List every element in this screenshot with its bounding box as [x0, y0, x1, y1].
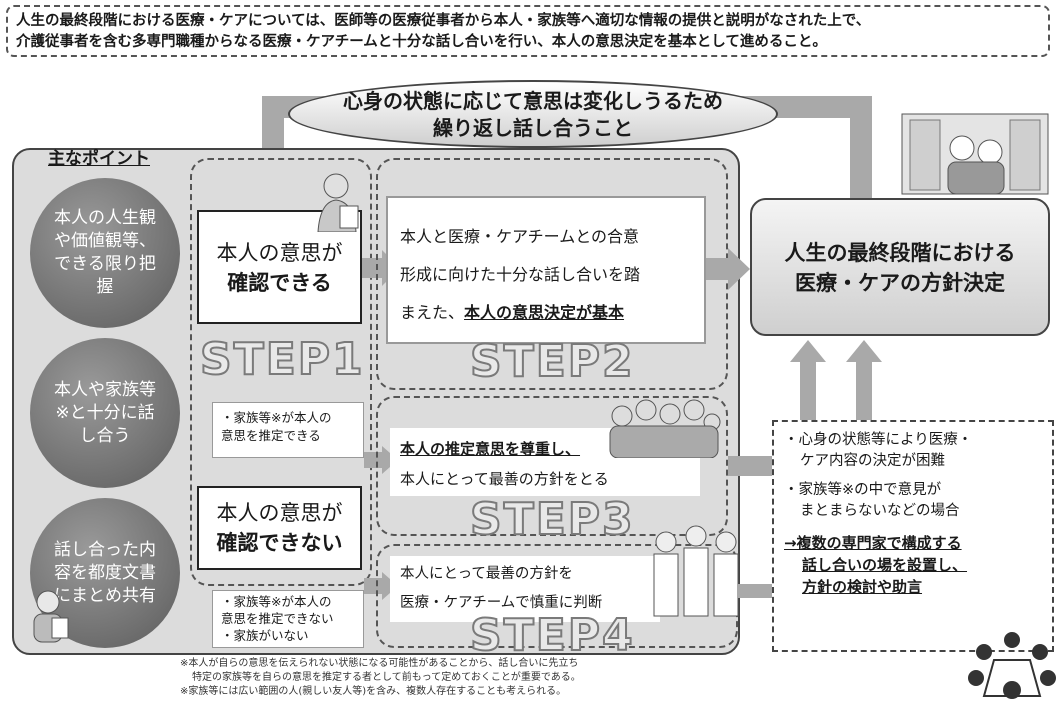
step1-column — [190, 158, 372, 586]
family-group-icon — [609, 399, 721, 458]
step2-line2: 形成に向けた十分な話し合いを踏 — [400, 265, 641, 284]
step2-box: 本人と医療・ケアチームとの合意 形成に向けた十分な話し合いを踏 まえた、本人の意… — [386, 196, 706, 344]
final-decision-box: 人生の最終段階における 医療・ケアの方針決定 — [750, 198, 1050, 336]
point-circle-1: 本人の人生観や価値観等、できる限り把握 — [30, 178, 180, 328]
cannot-confirm-line1: 本人の意思が — [216, 501, 343, 525]
note-bullet1-line1: ・心身の状態等により医療・ — [784, 432, 973, 448]
step3-label: STEP3 — [469, 493, 635, 546]
step2-line1: 本人と医療・ケアチームとの合意 — [400, 227, 640, 246]
result-line1: 人生の最終段階における — [784, 241, 1016, 265]
point-1-text: 本人の人生観や価値観等、できる限り把握 — [54, 208, 156, 297]
can-confirm-line1: 本人の意思が — [216, 241, 343, 265]
step4-label: STEP4 — [469, 609, 635, 662]
footnote-line3: ※家族等には広い範囲の人(親しい友人等)を含み、複数人存在することも考えられる。 — [180, 686, 567, 697]
main-points-heading: 主なポイント — [48, 149, 150, 169]
step3-line1: 本人の推定意思を尊重し、 — [400, 440, 581, 458]
up-arrow-1 — [790, 340, 826, 420]
arrow-to-result-head — [728, 248, 750, 290]
step3-column — [376, 396, 728, 536]
family-can-box: ・家族等※が本人の 意思を推定できる — [212, 402, 364, 458]
family-can-line1: ・家族等※が本人の — [221, 410, 332, 425]
oval-line1: 心身の状態に応じて意思は変化しうるため — [343, 89, 723, 113]
arrow-to-step4 — [364, 578, 384, 594]
step2-line3: まえた、本人の意思決定が基本 — [400, 294, 692, 332]
up-arrow-1-head — [790, 340, 826, 362]
step3-connector — [728, 456, 772, 476]
family-cannot-box: ・家族等※が本人の 意思を推定できない ・家族がいない — [212, 590, 364, 648]
step2-line3-plain: まえた、 — [400, 303, 465, 322]
arrow-to-step2 — [362, 258, 384, 278]
loop-arrow-right-leg — [850, 96, 872, 198]
note-action-line1: →複数の専門家で構成する — [784, 534, 962, 552]
arrow-to-step3 — [364, 452, 384, 468]
up-arrow-2-shaft — [856, 362, 872, 420]
consultation-note: ・心身の状態等により医療・ ケア内容の決定が困難 ・家族等※の中で意見が まとま… — [772, 420, 1054, 652]
step3-line2: 本人にとって最善の方針をとる — [400, 470, 609, 488]
note-action: →複数の専門家で構成する 話し合いの場を設置し、 方針の検討や助言 — [784, 532, 1046, 598]
family-can-line2: 意思を推定できる — [221, 428, 321, 443]
point-circle-3: 話し合った内容を都度文書にまとめ共有 — [30, 498, 180, 648]
cannot-confirm-box: 本人の意思が 確認できない — [197, 486, 362, 570]
top-note-line2: 介護従事者を含む多専門職種からなる医療・ケアチームと十分な話し合いを行い、本人の… — [16, 34, 827, 50]
step1-label: STEP1 — [199, 333, 365, 386]
result-line2: 医療・ケアの方針決定 — [795, 271, 1005, 295]
meeting-table-icon — [968, 632, 1056, 699]
step4-connector — [738, 584, 772, 598]
cannot-confirm-line2: 確認できない — [216, 531, 343, 555]
family-cannot-line1: ・家族等※が本人の — [221, 594, 332, 609]
iteration-oval: 心身の状態に応じて意思は変化しうるため 繰り返し話し合うこと — [288, 80, 778, 148]
can-confirm-line2: 確認できる — [227, 271, 332, 295]
step4-line2: 医療・ケアチームで慎重に判断 — [400, 595, 603, 611]
medical-team-icon — [653, 525, 739, 617]
note-bullet1-line2: ケア内容の決定が困難 — [800, 453, 945, 469]
step2-label: STEP2 — [469, 335, 635, 388]
arrow-to-result — [706, 258, 730, 280]
family-cannot-line3: ・家族がいない — [221, 628, 309, 643]
footnote-line2: 特定の家族等を自らの意思を推定する者として前もって定めておくことが重要である。 — [192, 672, 581, 683]
up-arrow-1-shaft — [800, 362, 816, 420]
footnotes: ※本人が自らの意思を伝えられない状態になる可能性があることから、話し合いに先立ち… — [180, 657, 581, 699]
step4-line1: 本人にとって最善の方針を — [400, 566, 573, 582]
point-2-text: 本人や家族等※と十分に話し合う — [54, 379, 156, 446]
step2-line3-bold: 本人の意思決定が基本 — [464, 303, 625, 322]
note-action-line2: 話し合いの場を設置し、 — [802, 556, 968, 574]
footnote-line1: ※本人が自らの意思を伝えられない状態になる可能性があることから、話し合いに先立ち — [180, 658, 579, 669]
elderly-woman-icon — [317, 173, 359, 232]
elderly-person-icon — [33, 590, 69, 643]
family-window-icon — [901, 113, 1049, 195]
point-3-text: 話し合った内容を都度文書にまとめ共有 — [54, 539, 156, 606]
top-note: 人生の最終段階における医療・ケアについては、医師等の医療従事者から本人・家族等へ… — [6, 5, 1050, 57]
note-bullet2-line1: ・家族等※の中で意見が — [784, 482, 942, 498]
step4-box: 本人にとって最善の方針を 医療・ケアチームで慎重に判断 — [390, 556, 660, 622]
note-bullet2-line2: まとまらないなどの場合 — [800, 503, 960, 519]
up-arrow-2-head — [846, 340, 882, 362]
oval-line2: 繰り返し話し合うこと — [433, 116, 633, 140]
point-circle-2: 本人や家族等※と十分に話し合う — [30, 338, 180, 488]
up-arrow-2 — [846, 340, 882, 420]
family-cannot-line2: 意思を推定できない — [221, 611, 334, 626]
top-note-line1: 人生の最終段階における医療・ケアについては、医師等の医療従事者から本人・家族等へ… — [16, 13, 871, 29]
note-action-line3: 方針の検討や助言 — [802, 578, 923, 596]
